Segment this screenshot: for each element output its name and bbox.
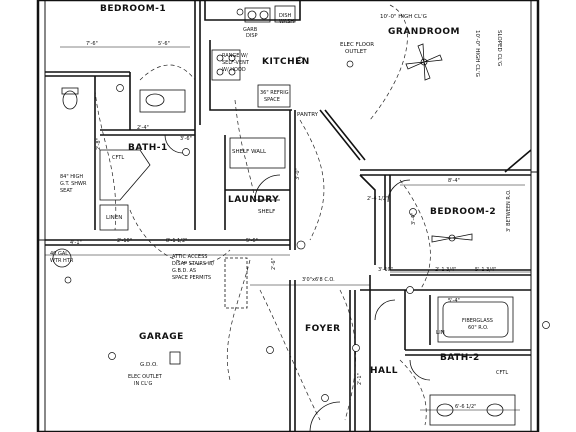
dimension-label: 2'-4 1/2": [367, 196, 388, 202]
note-bench-seat: SEAT: [60, 188, 73, 194]
note-elec-outlet-clg: IN CL'G: [134, 381, 152, 387]
bathtub: [437, 296, 514, 343]
notes: 10'-0" HIGH CL'G SLOPED CL'G 10'-0" HIGH…: [50, 13, 512, 387]
dimension-label: 2'-1": [357, 373, 363, 385]
kitchen-sink: [244, 7, 271, 23]
dimension-label: 7'-6": [86, 41, 98, 47]
ceiling-fan-icon: [431, 233, 473, 243]
room-label-foyer: FOYER: [305, 324, 341, 334]
note-bench-seat: G.T. SHWR: [60, 181, 87, 187]
toilet: [62, 90, 78, 110]
note-high-clg-vertical: 10'-0" HIGH CL'G: [474, 30, 480, 77]
room-label-bedroom-2: BEDROOM-2: [430, 207, 496, 217]
note-cftl: CFTL: [112, 155, 124, 161]
note-range-hood: SELF-VENT: [222, 60, 250, 66]
light-fixture: [169, 351, 181, 365]
outlet-symbols: [64, 8, 550, 402]
note-bench-seat: 84" HIGH: [60, 174, 83, 180]
room-label-laundry: LAUNDRY: [228, 195, 279, 205]
dimension-label: 3'-0": [295, 168, 301, 180]
room-label-bath-2: BATH-2: [440, 353, 480, 363]
note-refrig-space: 36" REFRIG: [260, 90, 289, 96]
note-elec-floor-outlet: OUTLET: [345, 49, 367, 55]
dishwasher: [274, 5, 296, 23]
note-sloped-clg: SLOPED CL'G: [496, 30, 502, 66]
dimension-label: 8'-1 1/2": [166, 238, 187, 244]
room-labels: BEDROOM-1 GRANDROOM KITCHEN BATH-1 LAUND…: [100, 4, 496, 376]
room-label-shelf: SHELF: [258, 209, 275, 215]
dimension-label: 2'-10": [117, 238, 132, 244]
lavatory: [145, 93, 165, 107]
dimension-label: 3'-10": [378, 267, 393, 273]
dimension-label: 5'-6": [246, 238, 258, 244]
note-dish-wash: WASH: [279, 19, 294, 25]
dimension-label: 5'-4": [448, 298, 460, 304]
note-attic-access: SPACE PERMITS: [172, 275, 211, 281]
note-dish-wash: DISH: [279, 13, 291, 19]
note-refrig-space: SPACE: [264, 97, 280, 103]
dimension-label: 8'-4": [448, 178, 460, 184]
note-cftl: CFTL: [496, 370, 508, 376]
dimension-label: 2'-1 3/4": [435, 267, 456, 273]
room-label-kitchen: KITCHEN: [262, 57, 310, 67]
room-label-hall: HALL: [370, 366, 398, 376]
note-wtr-htr: WTR HTR: [50, 258, 74, 264]
dimension-label: 2'-8": [96, 138, 102, 150]
note-wtr-htr: 40 GAL: [50, 251, 68, 257]
note-range-hood: RANGE W/: [222, 53, 248, 59]
dimension-label: 3'-4": [411, 213, 417, 225]
note-fiberglass: 60" R.O.: [468, 325, 489, 331]
door-swings: [164, 134, 431, 432]
note-attic-access: ATTIC ACCESS: [172, 254, 207, 260]
note-between-ro: 3' BETWEEN R.O.: [506, 189, 512, 232]
room-label-pantry: PANTRY: [297, 112, 319, 118]
dimension-labels: 7'-6" 5'-6" 3'-6" 2'-4" 4'-1" 8'-1 1/2" …: [70, 41, 496, 410]
note-shelf-wall: SHELF WALL: [232, 149, 267, 155]
room-label-garage: GARAGE: [139, 332, 184, 342]
dimension-label: 5'-6": [158, 41, 170, 47]
interior-walls: [45, 0, 532, 432]
exterior-walls: [36, 0, 540, 432]
note-elec-floor-outlet: ELEC FLOOR: [340, 42, 374, 48]
room-label-bedroom-1: BEDROOM-1: [100, 4, 166, 14]
room-label-bath-1: BATH-1: [128, 143, 168, 153]
note-attic-access: G.B.D. AS: [172, 268, 196, 274]
note-garb-disp: GARB: [243, 27, 258, 33]
ceiling-fan-icon: [405, 43, 443, 81]
note-high-clg: 10'-0" HIGH CL'G: [380, 14, 427, 20]
dimension-lines: [45, 46, 531, 411]
dimension-label: 3'-6": [180, 136, 192, 142]
dimension-label: 5'-1 3/4": [475, 267, 496, 273]
dimension-label: 2'-4": [137, 125, 149, 131]
dimension-label: 2'-6": [271, 258, 277, 270]
room-label-lin: LIN: [436, 330, 445, 336]
range: [211, 49, 241, 81]
note-elec-outlet-clg: ELEC OUTLET: [128, 374, 163, 380]
note-range-hood: W/ HOOD: [222, 67, 246, 73]
room-label-grandroom: GRANDROOM: [388, 27, 460, 37]
note-fiberglass: FIBERGLASS: [462, 318, 493, 324]
note-garb-disp: DISP: [246, 33, 258, 39]
dimension-label: 4'-1": [70, 240, 82, 246]
refrigerator: [257, 84, 291, 108]
water-heater-icon: [52, 248, 72, 268]
room-label-linen: LINEN: [106, 215, 122, 221]
shower: [99, 149, 151, 201]
note-attic-access: DISAP STAIRS W/: [172, 261, 215, 267]
note-gdo: G.D.O.: [140, 362, 158, 368]
note-co: 3'0"x6'8 C.O.: [302, 277, 335, 283]
dimension-label: 6'-6 1/2": [455, 404, 476, 410]
